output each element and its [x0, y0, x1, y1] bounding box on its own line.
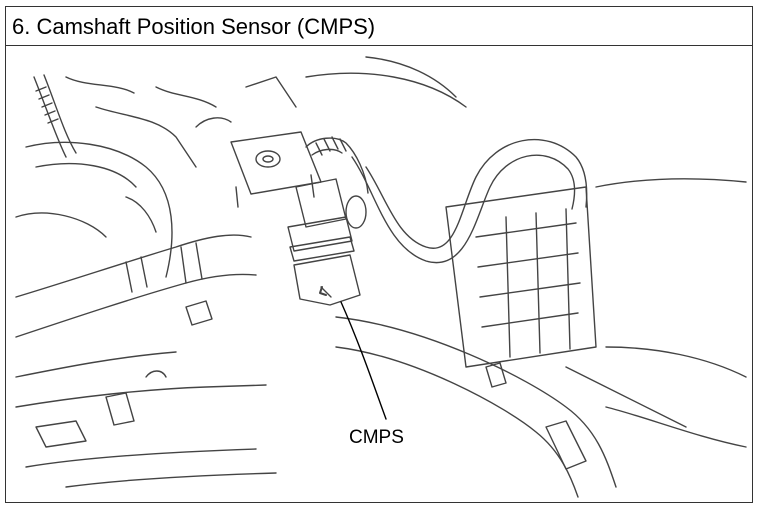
cmps-callout-label: CMPS [349, 427, 404, 448]
document-frame: 6. Camshaft Position Sensor (CMPS) [5, 6, 753, 503]
callout-leader-line [340, 301, 387, 420]
engine-illustration [6, 47, 752, 502]
hose-lower-right [335, 316, 747, 498]
engine-housing-left [15, 86, 217, 278]
intake-manifold-right [445, 178, 747, 428]
wire-bundle-upper-left [33, 74, 135, 158]
engine-top-detail [195, 56, 467, 128]
mounting-boss [230, 131, 322, 208]
camshaft-position-sensor [287, 136, 369, 306]
engine-lower-left [15, 300, 277, 488]
sensor-harness [351, 138, 588, 264]
coolant-pipe [15, 234, 257, 338]
section-title: 6. Camshaft Position Sensor (CMPS) [6, 7, 752, 46]
